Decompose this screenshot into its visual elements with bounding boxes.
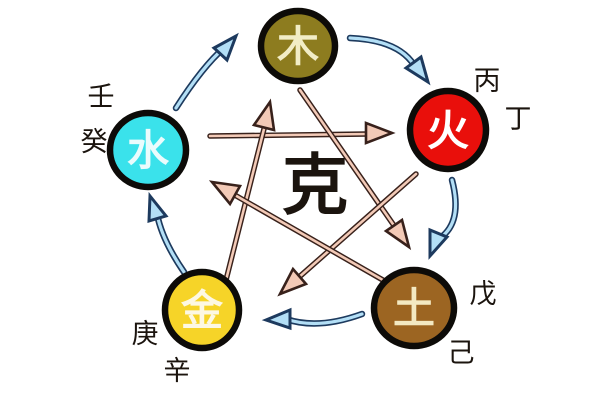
outer-arrow-metal-to-water	[147, 191, 188, 276]
stem-label-ding: 丁	[505, 104, 532, 135]
fire-circle	[406, 87, 490, 173]
overcome-arrow-metal-to-wood	[219, 98, 276, 299]
water-circle	[106, 109, 190, 191]
stem-label-ji: 己	[448, 338, 475, 369]
node-metal: 金 庚 辛	[132, 268, 243, 387]
center-overcome-character: 克	[282, 146, 348, 224]
overcome-arrow-fire-to-metal	[277, 171, 419, 297]
metal-character: 金	[180, 286, 224, 335]
earth-circle	[370, 266, 458, 350]
wood-character: 木	[277, 22, 319, 71]
wood-circle	[257, 7, 339, 85]
overcome-arrow-earth-to-water	[208, 180, 391, 286]
stem-label-ren: 壬	[88, 82, 115, 113]
outer-arrow-fire-to-earth	[428, 176, 459, 260]
outer-arrow-earth-to-metal	[261, 307, 366, 331]
fire-character: 火	[427, 106, 469, 155]
outer-arrow-water-to-wood	[172, 32, 239, 112]
stem-label-bing: 丙	[474, 66, 501, 97]
stem-label-geng: 庚	[132, 319, 159, 350]
node-wood: 木	[257, 7, 339, 85]
metal-circle	[161, 268, 243, 352]
stem-label-gui: 癸	[81, 127, 108, 158]
node-fire: 火 丙 丁	[406, 66, 532, 173]
stem-label-wu: 戊	[470, 279, 497, 310]
node-water: 水 壬 癸	[81, 82, 190, 191]
earth-character: 土	[393, 284, 435, 333]
outer-arrow-wood-to-fire	[346, 34, 431, 86]
stem-label-xin: 辛	[164, 356, 191, 387]
overcome-arrow-water-to-fire	[207, 121, 396, 145]
water-character: 水	[127, 126, 170, 175]
node-earth: 土 戊 己	[370, 266, 497, 369]
